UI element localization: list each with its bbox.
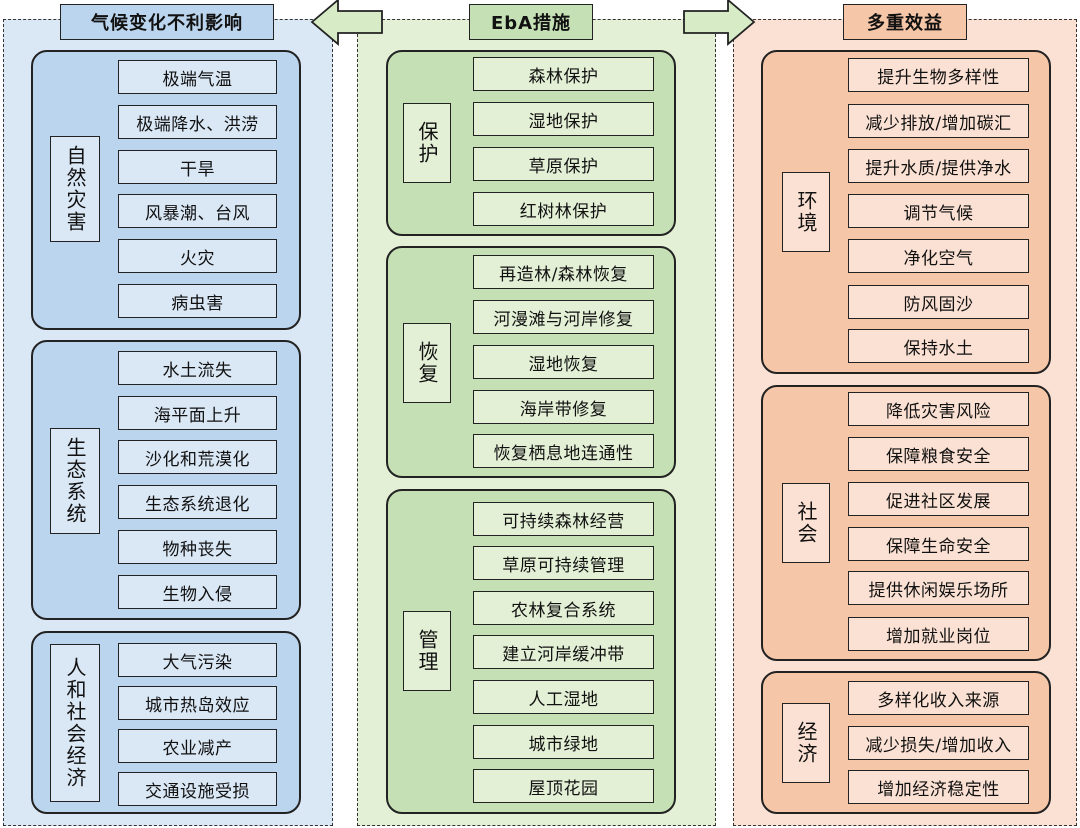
- group-label-restoration: 恢复: [403, 323, 451, 403]
- benefit-item: 提升水质/提供净水: [848, 149, 1029, 183]
- measure-item: 屋顶花园: [473, 769, 654, 803]
- group-label-protection: 保护: [403, 103, 451, 183]
- benefit-item: 保障粮食安全: [848, 437, 1029, 471]
- measure-item: 森林保护: [473, 57, 654, 91]
- benefit-item: 减少损失/增加收入: [848, 726, 1029, 760]
- impact-item: 火灾: [118, 239, 277, 273]
- benefit-item: 保持水土: [848, 329, 1029, 363]
- group-label-economy: 经济: [782, 703, 830, 783]
- group-label-management: 管理: [403, 611, 451, 691]
- benefit-item: 提升生物多样性: [848, 58, 1029, 92]
- benefits-header: 多重效益: [843, 4, 967, 40]
- measure-item: 草原可持续管理: [473, 546, 654, 580]
- impact-item: 生态系统退化: [118, 485, 277, 519]
- measure-item: 海岸带修复: [473, 390, 654, 424]
- impact-item: 交通设施受损: [118, 772, 277, 806]
- benefit-item: 降低灾害风险: [848, 392, 1029, 426]
- group-label-natural-disasters: 自然灾害: [50, 136, 100, 242]
- benefit-item: 防风固沙: [848, 285, 1029, 319]
- left-arrow-icon: [310, 0, 383, 46]
- impact-item: 干旱: [118, 150, 277, 184]
- measure-item: 可持续森林经营: [473, 502, 654, 536]
- measure-item: 恢复栖息地连通性: [473, 434, 654, 468]
- impact-item: 生物入侵: [118, 575, 277, 609]
- measure-item: 湿地恢复: [473, 345, 654, 379]
- impact-item: 海平面上升: [118, 396, 277, 430]
- impact-item: 物种丧失: [118, 530, 277, 564]
- impact-item: 水土流失: [118, 351, 277, 385]
- measure-item: 河漫滩与河岸修复: [473, 300, 654, 334]
- measures-header: EbA措施: [469, 4, 593, 40]
- benefit-item: 增加就业岗位: [848, 617, 1029, 651]
- impact-item: 沙化和荒漠化: [118, 440, 277, 474]
- benefit-item: 提供休闲娱乐场所: [848, 571, 1029, 605]
- impacts-header: 气候变化不利影响: [60, 4, 274, 40]
- benefit-item: 保障生命安全: [848, 527, 1029, 561]
- benefit-item: 增加经济稳定性: [848, 770, 1029, 804]
- right-arrow-icon: [683, 0, 756, 46]
- measure-item: 草原保护: [473, 147, 654, 181]
- impact-item: 风暴潮、台风: [118, 194, 277, 228]
- measure-item: 红树林保护: [473, 192, 654, 226]
- benefit-item: 多样化收入来源: [848, 681, 1029, 715]
- measure-item: 建立河岸缓冲带: [473, 635, 654, 669]
- measure-item: 湿地保护: [473, 102, 654, 136]
- impact-item: 极端降水、洪涝: [118, 105, 277, 139]
- measure-item: 人工湿地: [473, 680, 654, 714]
- group-label-environment: 环境: [782, 172, 830, 252]
- measure-item: 再造林/森林恢复: [473, 255, 654, 289]
- measure-item: 城市绿地: [473, 725, 654, 759]
- group-label-society: 社会: [782, 483, 830, 563]
- impact-item: 病虫害: [118, 284, 277, 318]
- benefit-item: 促进社区发展: [848, 482, 1029, 516]
- impact-item: 极端气温: [118, 60, 277, 94]
- group-label-human-socioeconomic: 人和社会经济: [50, 644, 100, 802]
- impact-item: 大气污染: [118, 643, 277, 677]
- benefit-item: 调节气候: [848, 194, 1029, 228]
- impact-item: 农业减产: [118, 729, 277, 763]
- measure-item: 农林复合系统: [473, 591, 654, 625]
- benefit-item: 净化空气: [848, 239, 1029, 273]
- benefit-item: 减少排放/增加碳汇: [848, 104, 1029, 138]
- group-label-ecosystems: 生态系统: [50, 428, 100, 534]
- impact-item: 城市热岛效应: [118, 686, 277, 720]
